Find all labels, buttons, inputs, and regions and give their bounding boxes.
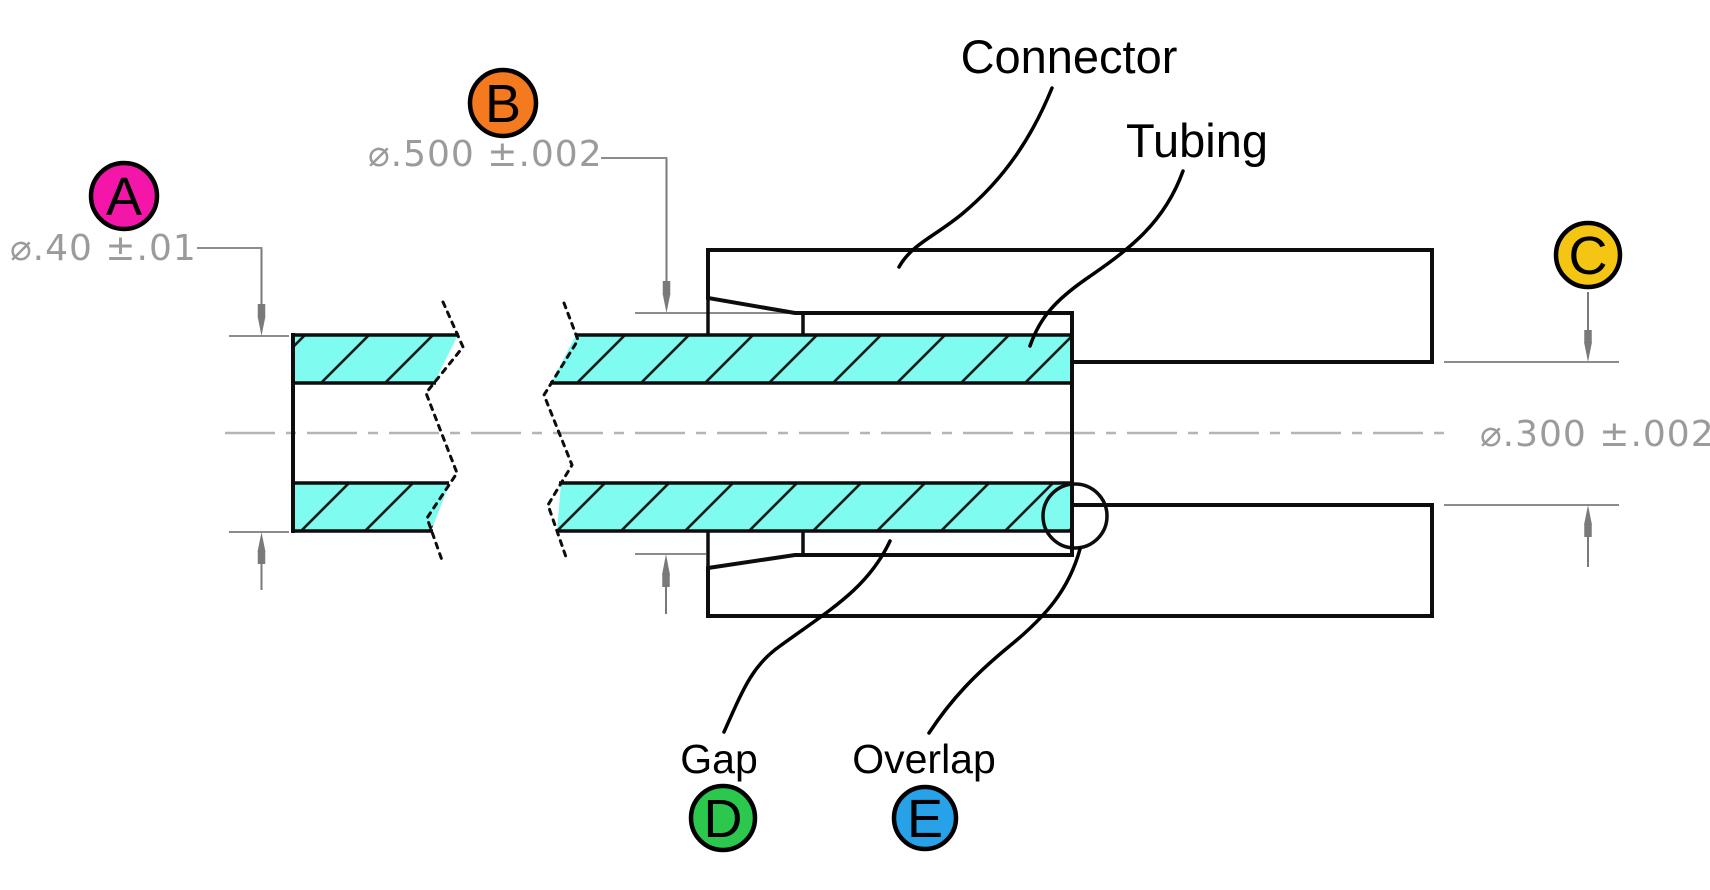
dimension-a-leader (197, 247, 263, 252)
tubing-part (291, 300, 1074, 565)
break-line-right (542, 301, 580, 562)
dimension-b-text: ⌀.500 ±.002 (368, 134, 603, 175)
tubing-left-segment-lower-wall (293, 483, 450, 531)
break-line-left (424, 300, 465, 565)
balloon-c-letter: C (1569, 226, 1608, 286)
dimension-a-arrow-bottom (257, 532, 266, 590)
balloon-c: C (1553, 220, 1623, 290)
dimension-c: ⌀.300 ±.002 (1444, 292, 1710, 567)
balloon-e-circle (891, 784, 959, 852)
dimension-b: ⌀.500 ±.002 (368, 134, 797, 614)
dimension-a-text: ⌀.40 ±.01 (10, 228, 197, 269)
dimension-b-leader (601, 157, 668, 162)
dimension-b-arrow-bottom (662, 554, 670, 614)
tubing-leader-line (1028, 169, 1185, 348)
tubing-right-segment-upper-wall (551, 335, 1072, 383)
dimension-c-text: ⌀.300 ±.002 (1480, 414, 1710, 455)
balloon-a-letter: A (106, 167, 142, 227)
connector-label: Connector (961, 30, 1178, 83)
tubing-label: Tubing (1126, 114, 1268, 167)
balloon-a: A (88, 160, 160, 232)
connector-leader-line (897, 86, 1054, 269)
tubing-right-segment-lower-wall (557, 483, 1072, 531)
tubing-left-segment-upper-wall (293, 335, 458, 383)
balloon-c-circle (1553, 220, 1623, 290)
balloon-d-letter: D (704, 789, 743, 849)
overlap-detail-circle (1041, 482, 1109, 550)
dimension-c-arrow-bottom (1584, 505, 1592, 567)
balloon-b-circle (467, 67, 539, 139)
dimension-a-arrow-top (257, 249, 266, 336)
balloon-b: B (467, 67, 539, 139)
dimension-b-arrow-top (662, 159, 671, 313)
gap-leader-line (722, 539, 892, 734)
overlap-leader-line (927, 547, 1082, 735)
balloon-e: E (891, 784, 959, 852)
balloon-d: D (688, 783, 758, 853)
overlap-label: Overlap (852, 736, 996, 782)
balloon-d-circle (688, 783, 758, 853)
balloon-e-letter: E (907, 789, 943, 849)
balloon-a-circle (88, 160, 160, 232)
dimension-a: ⌀.40 ±.01 (10, 228, 289, 590)
gap-label: Gap (680, 736, 758, 782)
balloon-b-letter: B (485, 74, 521, 134)
dimension-c-arrow-top (1584, 292, 1592, 362)
